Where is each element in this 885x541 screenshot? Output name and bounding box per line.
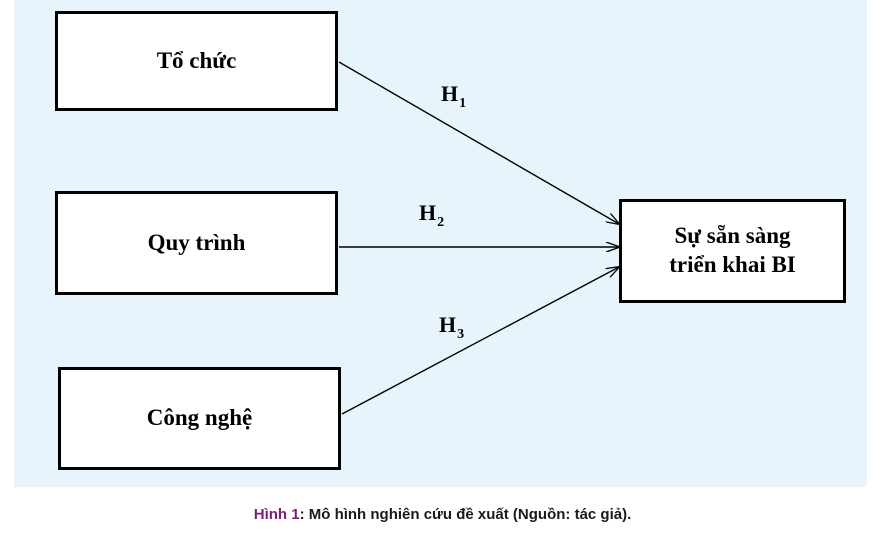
- bi-readiness-label: Sự sẵn sàng triển khai BI: [669, 222, 796, 280]
- bi-readiness-box: Sự sẵn sàng triển khai BI: [619, 199, 846, 303]
- hypothesis-h1-letter: H: [441, 81, 459, 106]
- arrow-h1: [338, 61, 619, 224]
- figure-label: Hình 1: [253, 506, 300, 523]
- hypothesis-h3-letter: H: [439, 312, 457, 337]
- hypothesis-h2-label: H2: [419, 200, 444, 230]
- technology-label: Công nghệ: [146, 405, 253, 431]
- process-label: Quy trình: [147, 229, 246, 255]
- hypothesis-h1-label: H1: [441, 81, 466, 111]
- arrow-h3: [341, 267, 619, 415]
- hypothesis-h3-index: 3: [457, 327, 465, 342]
- technology-box: Công nghệ: [58, 367, 341, 470]
- figure-caption: Hình 1: Mô hình nghiên cứu đề xuất (Nguồ…: [0, 506, 885, 523]
- organization-label: Tổ chức: [156, 47, 237, 73]
- hypothesis-h1-index: 1: [459, 96, 467, 111]
- organization-box: Tổ chức: [55, 11, 338, 111]
- hypothesis-h2-letter: H: [419, 200, 437, 225]
- bi-readiness-line-1: Sự sẵn sàng: [674, 223, 791, 249]
- hypothesis-h3-label: H3: [439, 312, 464, 342]
- process-box: Quy trình: [55, 191, 338, 295]
- hypothesis-h2-index: 2: [437, 215, 445, 230]
- bi-readiness-line-2: triển khai BI: [669, 252, 796, 277]
- figure-caption-text: : Mô hình nghiên cứu đề xuất (Nguồn: tác…: [299, 506, 632, 523]
